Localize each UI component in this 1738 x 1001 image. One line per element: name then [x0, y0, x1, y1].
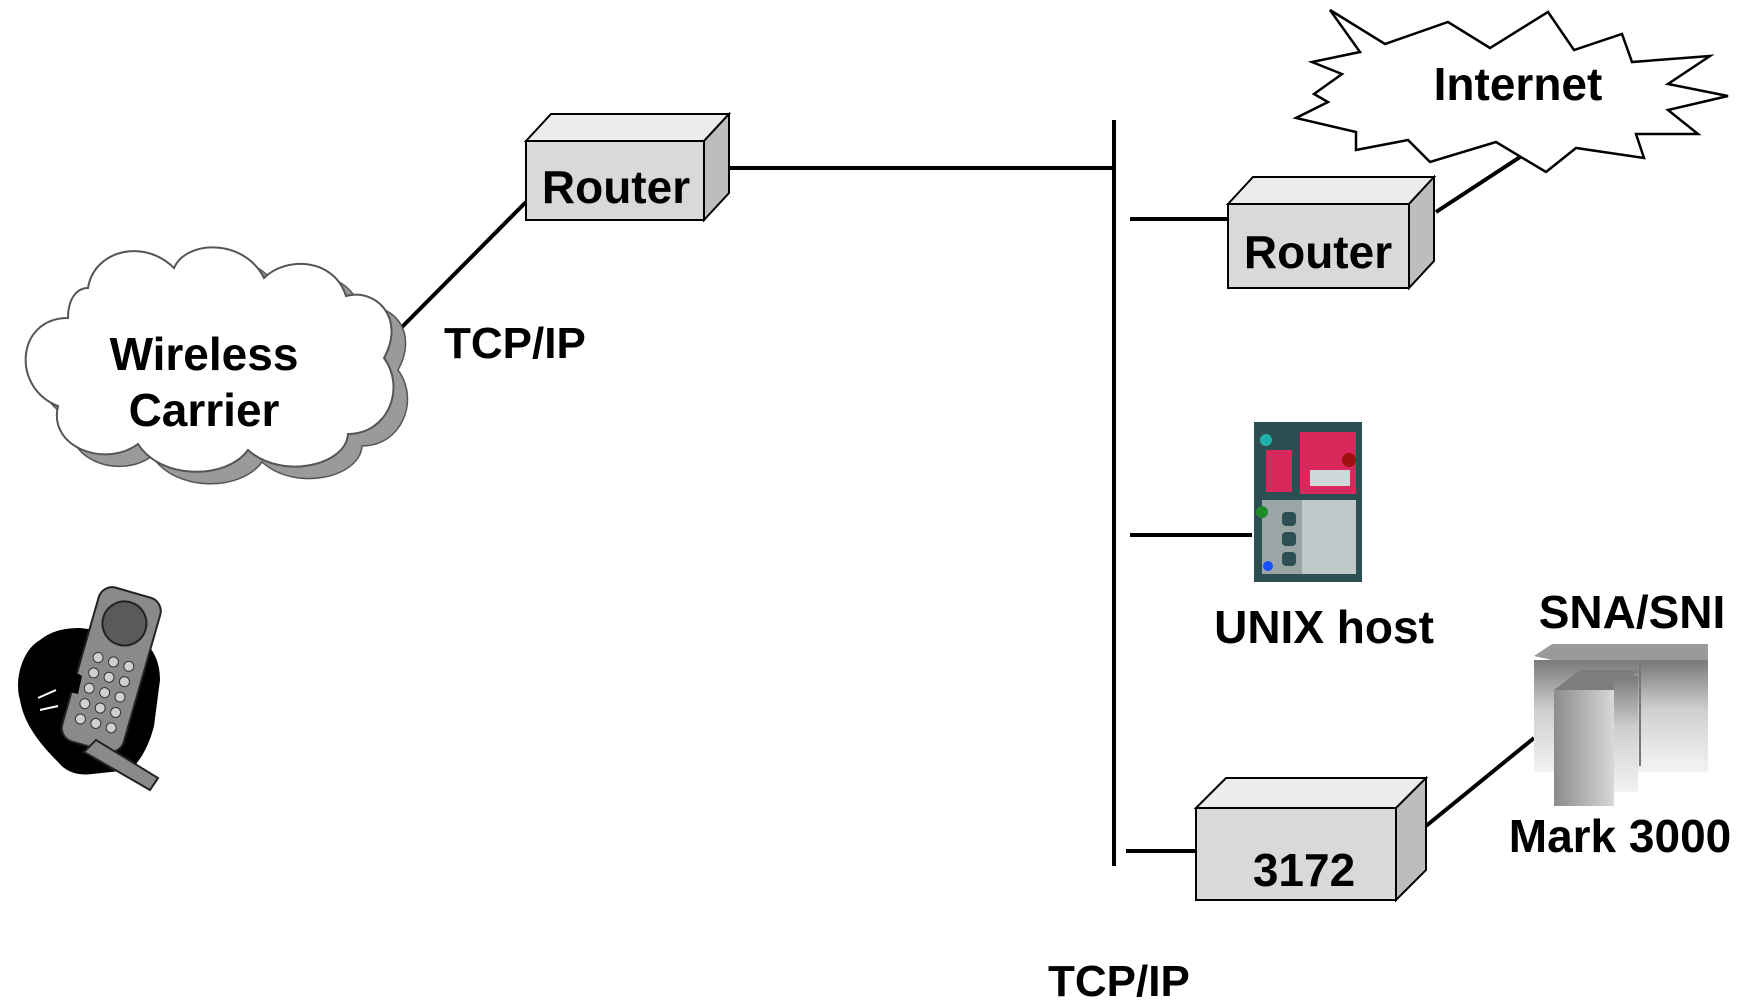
- hand-highlight: [37, 689, 59, 711]
- server-drive-2: [1282, 532, 1296, 546]
- router-left-top: [523, 113, 732, 142]
- cell-phone-user: [18, 586, 162, 792]
- phone-earpiece: [101, 600, 148, 647]
- router-icon: [1225, 174, 1437, 291]
- mainframe-tower-mid: [1614, 676, 1638, 792]
- unix-host-label: UNIX host: [1214, 601, 1434, 653]
- server-drive-3: [1282, 552, 1296, 566]
- router-right-front: [1227, 203, 1410, 289]
- router-icon: [523, 111, 732, 223]
- unix-host: UNIX host: [1214, 422, 1434, 653]
- starburst-icon: [1292, 8, 1729, 174]
- wireless-carrier-cloud: Wireless Carrier: [24, 246, 409, 485]
- cloud-label-line1: Wireless: [110, 328, 299, 380]
- server-base: [1254, 576, 1362, 582]
- controller-front: [1195, 807, 1397, 901]
- server-led-blue: [1263, 561, 1273, 571]
- mainframe: SNA/SNI Mark 3000: [1509, 586, 1732, 862]
- mainframe-bottom-label: Mark 3000: [1509, 810, 1732, 862]
- internet-label: Internet: [1434, 58, 1603, 110]
- link-cloud-router: [400, 200, 528, 329]
- mainframe-top-label: SNA/SNI: [1539, 586, 1726, 638]
- router-left: Router: [523, 111, 732, 223]
- server-led-red: [1342, 453, 1356, 467]
- server-pink-slot: [1310, 470, 1350, 486]
- server-led-teal: [1260, 434, 1272, 446]
- server-pink-left: [1266, 450, 1292, 492]
- server-led-green: [1256, 506, 1268, 518]
- router-left-front: [525, 140, 705, 221]
- connection-lines: [400, 120, 1548, 866]
- mainframe-tower-right: [1640, 662, 1704, 766]
- tcpip-label-top: TCP/IP: [444, 319, 586, 368]
- controller-top: [1193, 777, 1429, 809]
- cloud-body: [24, 246, 395, 473]
- cloud-label-line2: Carrier: [129, 384, 280, 436]
- router-right-top: [1225, 176, 1437, 205]
- link-3172-mainframe: [1424, 736, 1536, 828]
- controller-label: 3172: [1253, 844, 1355, 896]
- controller-3172: 3172: [1193, 775, 1429, 903]
- server-drive-1: [1282, 512, 1296, 526]
- mainframe-icon: [1534, 644, 1708, 806]
- cloud-icon: [24, 246, 409, 485]
- router-right-label: Router: [1244, 226, 1392, 278]
- phone-body: [60, 586, 162, 754]
- mainframe-tower-front: [1554, 690, 1614, 806]
- tcpip-label-bottom: TCP/IP: [1048, 957, 1190, 1001]
- phone-flip: [82, 738, 160, 792]
- router-left-label: Router: [542, 161, 690, 213]
- hand-thumb: [30, 669, 82, 700]
- internet-starburst: Internet: [1292, 8, 1729, 174]
- router-icon: [1193, 775, 1429, 903]
- phone-keypad: [74, 652, 135, 734]
- server-icon: [1254, 422, 1362, 582]
- mainframe-roof: [1534, 644, 1708, 660]
- cell-phone-icon: [18, 586, 162, 792]
- router-right: Router: [1225, 174, 1437, 291]
